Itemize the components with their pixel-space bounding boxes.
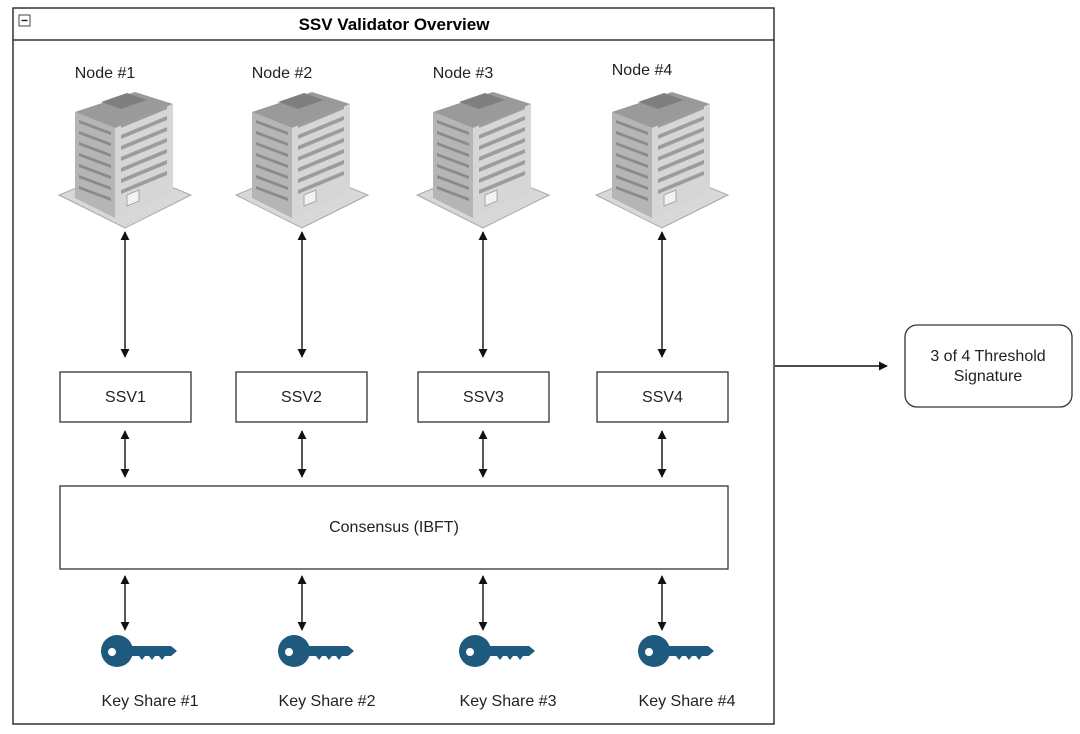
key-icon	[101, 635, 177, 667]
ssv-label: SSV1	[105, 389, 146, 406]
ssv-label: SSV4	[642, 389, 683, 406]
threshold-label-line1: 3 of 4 Threshold	[930, 348, 1045, 365]
key-share-label: Key Share #1	[102, 693, 199, 710]
ssv-box	[59, 371, 192, 423]
building-icon	[415, 92, 551, 229]
node-label: Node #3	[433, 65, 494, 82]
ssv-box	[417, 371, 550, 423]
building-icon	[57, 92, 193, 229]
threshold-label-line2: Signature	[954, 368, 1023, 385]
key-icon	[278, 635, 354, 667]
ssv-box	[235, 371, 368, 423]
threshold-box	[904, 324, 1073, 408]
key-icon	[459, 635, 535, 667]
key-share-label: Key Share #3	[460, 693, 557, 710]
building-icon	[594, 92, 730, 229]
building-icon	[234, 92, 370, 229]
key-share-label: Key Share #2	[279, 693, 376, 710]
ssv-label: SSV3	[463, 389, 504, 406]
consensus-label: Consensus (IBFT)	[329, 519, 459, 536]
key-icon	[638, 635, 714, 667]
diagram-title: SSV Validator Overview	[299, 15, 491, 34]
node-label: Node #2	[252, 65, 313, 82]
minus-box-icon[interactable]	[18, 14, 31, 27]
key-share-label: Key Share #4	[639, 693, 736, 710]
consensus-box	[59, 485, 729, 570]
node-label: Node #4	[612, 62, 673, 79]
ssv-label: SSV2	[281, 389, 322, 406]
ssv-box	[596, 371, 729, 423]
node-label: Node #1	[75, 65, 136, 82]
